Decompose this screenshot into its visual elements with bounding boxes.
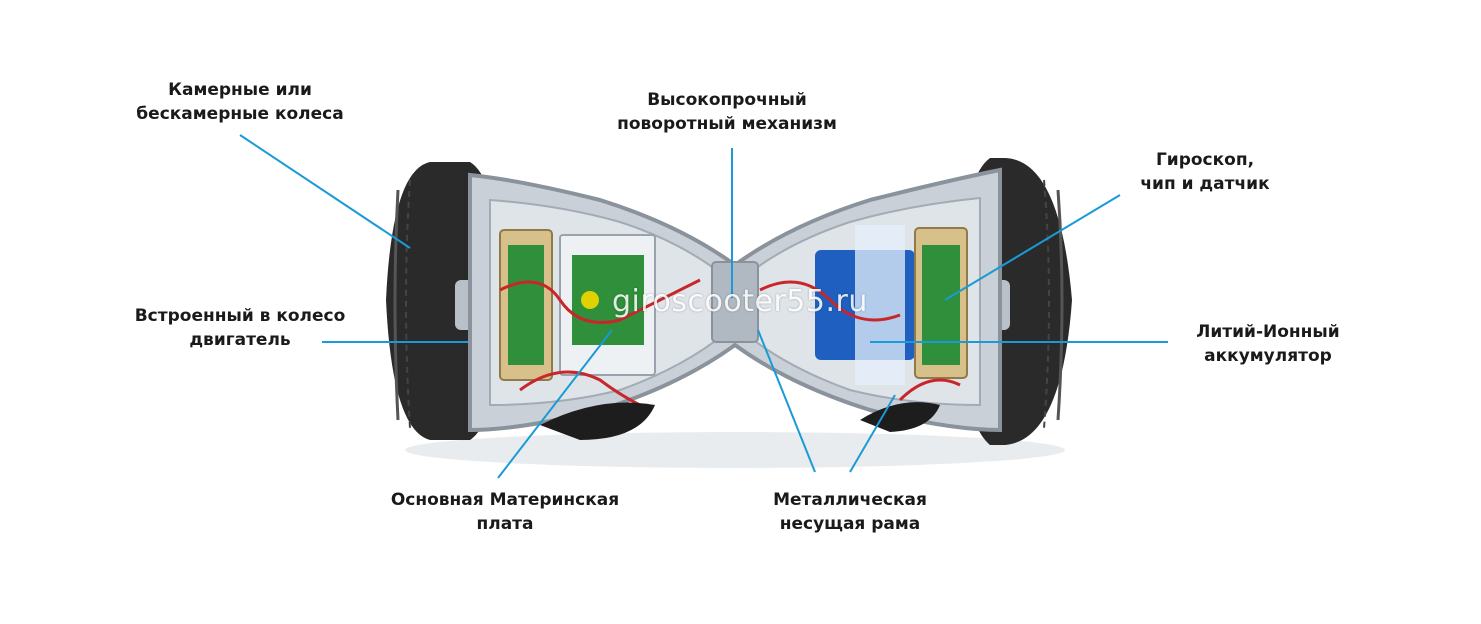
left-electronics [499, 229, 701, 407]
label-pivot: Высокопрочный поворотный механизм [617, 90, 837, 134]
watermark-text: giroscooter55.ru [612, 284, 868, 319]
leader-frame-a [757, 329, 816, 473]
leader-wheels [239, 134, 411, 249]
label-frame: Металлическая несущая рама [773, 490, 927, 534]
leader-lines [239, 134, 1168, 479]
ground-shadow [405, 432, 1065, 468]
label-wheels: Камерные или бескамерные колеса [136, 80, 344, 124]
right-electronics [759, 225, 968, 402]
right-foot-pad [860, 402, 940, 432]
label-battery: Литий-Ионный аккумулятор [1196, 322, 1340, 366]
leader-frame-b [849, 394, 896, 473]
label-mainboard: Основная Материнская плата [390, 490, 620, 534]
left-foot-pad [540, 402, 655, 440]
label-gyro: Гироскоп, чип и датчик [1140, 150, 1270, 194]
leader-mainboard [497, 329, 613, 479]
leader-gyro [944, 194, 1121, 301]
label-motor: Встроенный в колесо двигатель [134, 306, 346, 350]
